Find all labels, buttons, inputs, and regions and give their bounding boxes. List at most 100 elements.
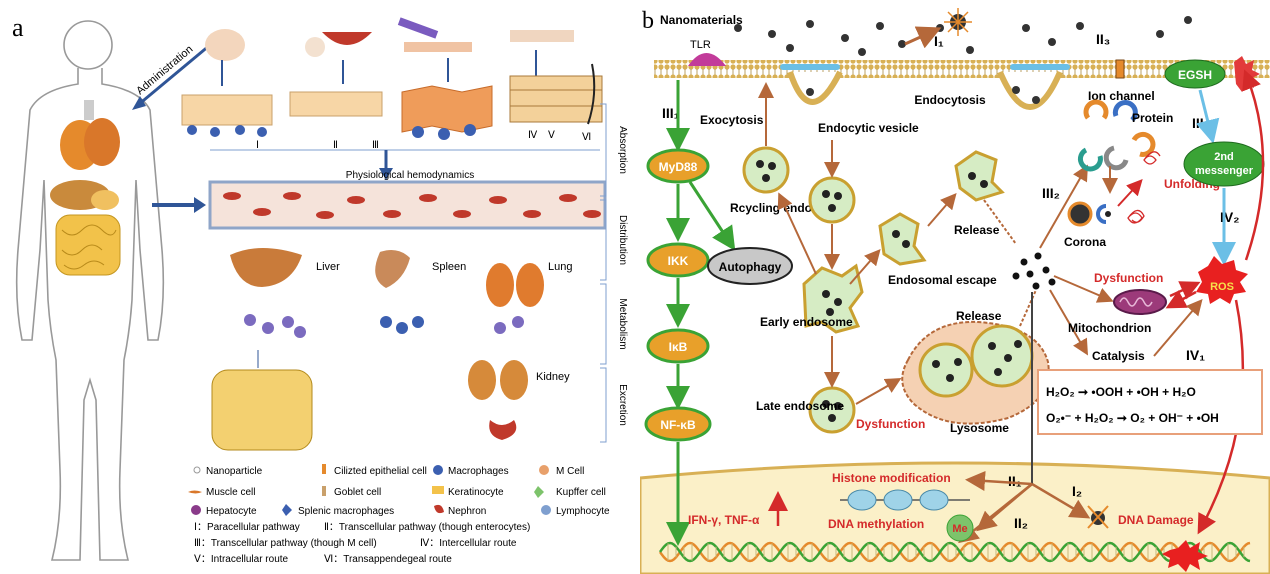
egsh-node <box>1164 59 1226 89</box>
inhalation-face-icon <box>205 29 245 61</box>
legend-item: Lymphocyte <box>556 506 610 517</box>
histone-label: Histone modification <box>832 471 951 485</box>
release-label: Release <box>954 223 1000 237</box>
legend-item: Kupffer cell <box>556 487 606 498</box>
dna-break-burst <box>1162 540 1208 572</box>
catalysis-equations: H₂O₂ ➞ •OOH + •OH + H₂O O₂•⁻ + H₂O₂ ➞ O₂… <box>1037 369 1263 435</box>
endocytic-vesicle <box>808 176 856 224</box>
panel-a-svg: a Administration <box>12 13 628 565</box>
legend-item: Muscle cell <box>206 487 255 498</box>
me-node: Me <box>946 514 974 542</box>
svg-text:MyD88: MyD88 <box>659 160 698 174</box>
tlr-label: TLR <box>690 39 711 51</box>
svg-text:NF-κB: NF-κB <box>660 418 696 432</box>
route-numeral: Ⅱ <box>333 140 338 151</box>
ifn-label: IFN-γ, TNF-α <box>688 513 760 527</box>
label-II2: II₂ <box>1014 515 1028 531</box>
route-legend-item: Ⅰ：Paracellular pathway <box>194 522 300 533</box>
released-nanoparticles <box>1012 252 1056 290</box>
phase-brackets <box>600 103 607 443</box>
m-cell-icon <box>539 465 549 475</box>
svg-text:messenger: messenger <box>1195 165 1254 177</box>
legend-item: Nanoparticle <box>206 466 263 477</box>
dysfunction-lysosome: Dysfunction <box>856 417 925 431</box>
organ-label-spleen: Spleen <box>432 261 466 273</box>
panel-a: a Administration <box>12 13 628 565</box>
release-label: Release <box>956 309 1002 323</box>
nephron-legend-icon <box>434 504 444 514</box>
mouth-icon <box>322 32 372 45</box>
body-organs <box>50 100 121 276</box>
egsh-label: EGSH <box>1178 68 1212 82</box>
macrophage-icon <box>433 465 443 475</box>
ion-channel-label: Ion channel <box>1088 89 1155 103</box>
epithelial-cell-icon <box>322 464 326 474</box>
nanomaterials-label: Nanomaterials <box>660 13 743 27</box>
ion-channel-icon <box>1115 59 1125 79</box>
release-vesicle <box>954 150 1005 202</box>
route-legend-item: Ⅱ：Transcellular pathway (though enterocy… <box>324 522 530 533</box>
phase-label: Absorption <box>617 126 628 174</box>
organ-label-kidney: Kidney <box>536 371 570 383</box>
human-body <box>15 20 165 561</box>
route-legend-item: Ⅲ：Transcellular pathway (though M cell) <box>194 538 377 549</box>
unfolding-icon <box>1127 151 1161 224</box>
hemodynamics-label: Physiological hemodynamics <box>346 170 474 181</box>
svg-text:IKK: IKK <box>668 254 689 268</box>
organ-label-lung: Lung <box>548 261 572 273</box>
legend-item: Nephron <box>448 506 486 517</box>
route-numeral: Ⅳ <box>528 130 538 141</box>
spleen-icon <box>375 250 410 288</box>
panel-b: b TLR Nanomaterials I₁ II₃ EGSH Endocyto… <box>640 0 1270 574</box>
early-endosome-label: Early endosome <box>760 315 853 329</box>
endocytic-vesicle-label: Endocytic vesicle <box>818 121 919 135</box>
label-III2: III₂ <box>1042 185 1060 201</box>
corona-label: Corona <box>1064 235 1106 249</box>
protein-icons <box>1077 99 1156 172</box>
corona-icon <box>1067 201 1111 227</box>
second-messenger-node: 2nd messenger <box>1183 141 1265 187</box>
legend-item: Splenic macrophages <box>298 506 394 517</box>
nephron-icon <box>489 420 517 440</box>
panel-b-svg: b TLR Nanomaterials I₁ II₃ EGSH Endocyto… <box>640 8 1270 574</box>
tlr-receptor <box>688 53 726 66</box>
label-I2: I₂ <box>1072 483 1082 499</box>
legend-item: Macrophages <box>448 466 509 477</box>
late-endosome-label: Late endosome <box>756 399 844 413</box>
administration-label: Administration <box>134 43 195 97</box>
phase-label: Metabolism <box>617 298 628 349</box>
nanoparticles-extracellular <box>734 16 1192 104</box>
panel-b-letter: b <box>642 8 654 34</box>
recycling-endosome <box>742 146 790 194</box>
skin-icon <box>510 30 574 42</box>
kupffer-cell-icon <box>534 486 544 498</box>
label-I1: I₁ <box>934 33 944 49</box>
legend-item: Hepatocyte <box>206 506 257 517</box>
blood-vessel: Physiological hemodynamics <box>208 170 607 230</box>
route-legend-item: Ⅳ：Intercellular route <box>420 538 517 549</box>
svg-text:Autophagy: Autophagy <box>719 260 782 274</box>
svg-text:IκB: IκB <box>669 340 688 354</box>
label-III1: III₁ <box>662 105 680 121</box>
legend-item: Keratinocyte <box>448 487 504 498</box>
svg-text:Me: Me <box>952 523 967 535</box>
syringe-icon <box>397 17 439 39</box>
mitochondrion-label: Mitochondrion <box>1068 321 1151 335</box>
protein-label: Protein <box>1132 111 1173 125</box>
autophagy-node: Autophagy <box>707 247 793 285</box>
dna-methylation-label: DNA methylation <box>828 517 924 531</box>
route-numeral: Ⅴ <box>548 130 555 141</box>
dna-helix <box>658 541 1251 563</box>
muscle-cell-icon <box>188 490 202 494</box>
lysosome-label: Lysosome <box>950 421 1009 435</box>
endocytic-pit <box>787 70 843 105</box>
exocytosis-label: Exocytosis <box>700 113 764 127</box>
route-legend-item: Ⅵ：Transappendegeal route <box>324 554 452 565</box>
legend-item: M Cell <box>556 466 584 477</box>
label-IV1: IV₁ <box>1186 347 1205 363</box>
keratinocyte-icon <box>432 486 444 494</box>
mitochondrion-icon <box>1113 289 1167 315</box>
legend-item: Goblet cell <box>334 487 381 498</box>
panel-a-letter: a <box>12 13 24 42</box>
